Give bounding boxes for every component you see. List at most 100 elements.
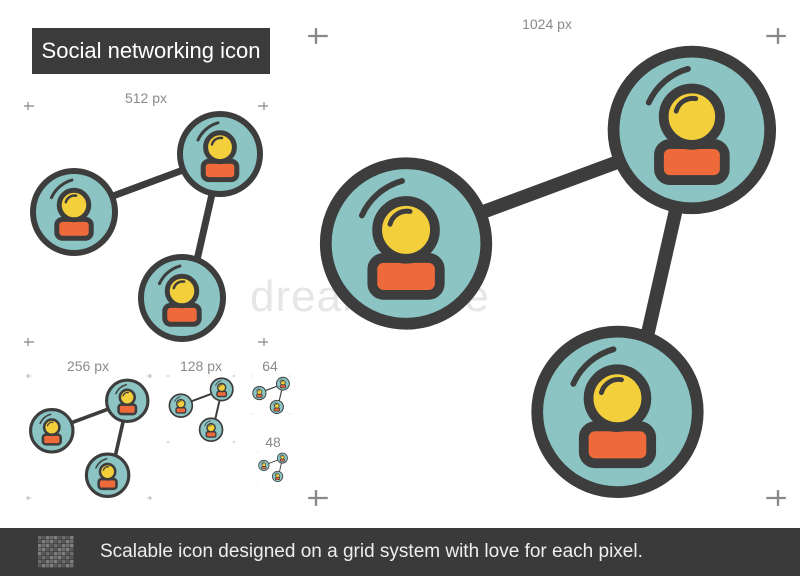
grid-cell	[46, 560, 50, 564]
grid-cell	[38, 552, 42, 556]
user-node-1	[29, 408, 75, 454]
user-node-1	[319, 157, 493, 330]
user-node-3	[531, 325, 704, 498]
node-highlight	[570, 346, 617, 387]
grid-corner-marks	[25, 373, 153, 501]
user-head	[203, 130, 237, 165]
grid-cell	[58, 536, 62, 540]
node-highlight	[645, 65, 691, 106]
grid-cell	[54, 536, 58, 540]
size-label-1024: 1024 px	[522, 16, 572, 32]
size-label-48: 48	[265, 434, 281, 450]
grid-corner-marks	[166, 374, 236, 444]
grid-cell	[70, 564, 74, 568]
icon-frame-256	[25, 373, 153, 501]
head-highlight	[172, 280, 186, 290]
head-highlight	[281, 455, 283, 458]
grid-corner-marks	[257, 451, 289, 483]
user-node-3	[138, 254, 226, 342]
grid-cell	[42, 564, 46, 568]
grid-cell	[70, 540, 74, 544]
grid-cell	[50, 540, 54, 544]
node-highlight	[157, 264, 182, 286]
grid-cell	[62, 536, 66, 540]
grid-cell	[42, 560, 46, 564]
head-highlight	[276, 474, 278, 476]
head-highlight	[46, 421, 54, 427]
node-highlight	[279, 453, 283, 457]
icon-frame-48	[257, 451, 289, 483]
icon-frame-512	[24, 102, 268, 346]
user-head	[658, 83, 725, 150]
user-node-1	[258, 459, 270, 472]
grid-cell	[62, 556, 66, 560]
grid-cell	[62, 564, 66, 568]
head-highlight	[64, 194, 78, 204]
user-node-3	[84, 452, 131, 498]
node-highlight	[39, 413, 52, 425]
grid-cell	[58, 556, 62, 560]
grid-cell	[50, 552, 54, 556]
grid-cell	[70, 560, 74, 564]
user-head	[583, 364, 652, 433]
node-highlight	[358, 177, 405, 219]
grid-cell	[58, 552, 62, 556]
grid-cell	[62, 552, 66, 556]
user-node-2	[607, 45, 777, 215]
grid-corner-marks	[308, 28, 786, 506]
grid-cell	[66, 564, 70, 568]
head-highlight	[122, 391, 129, 397]
grid-cell	[54, 544, 58, 548]
icon-frame-128	[166, 374, 236, 444]
node-highlight	[115, 383, 127, 395]
grid-cell	[70, 548, 74, 552]
grid-pattern-icon	[38, 536, 74, 568]
grid-cell	[62, 548, 66, 552]
grid-cell	[38, 560, 42, 564]
grid-cell	[66, 552, 70, 556]
grid-corner-marks	[24, 102, 268, 346]
size-label-128: 128 px	[179, 358, 223, 374]
grid-corner-marks	[251, 375, 291, 415]
head-highlight	[262, 463, 265, 465]
grid-cell	[62, 544, 66, 548]
user-node-2	[276, 452, 288, 464]
user-node-2	[275, 376, 290, 391]
icon-frame-1024	[308, 28, 786, 506]
node-highlight	[260, 461, 264, 464]
social-network-icon-48	[257, 451, 289, 483]
grid-cell	[42, 548, 46, 552]
grid-cell	[50, 564, 54, 568]
grid-cell	[70, 556, 74, 560]
node-highlight	[95, 457, 108, 469]
grid-cell	[42, 556, 46, 560]
footer-text: Scalable icon designed on a grid system …	[100, 541, 643, 562]
node-highlight	[272, 401, 277, 405]
head-highlight	[673, 95, 699, 114]
grid-cell	[70, 536, 74, 540]
node-highlight	[215, 380, 222, 386]
grid-cell	[38, 564, 42, 568]
grid-cell	[54, 556, 58, 560]
grid-cell	[58, 560, 62, 564]
grid-cell	[46, 544, 50, 548]
grid-cell	[38, 540, 42, 544]
grid-cell	[66, 544, 70, 548]
grid-cell	[38, 548, 42, 552]
node-highlight	[49, 178, 74, 200]
grid-cell	[50, 560, 54, 564]
grid-cell	[38, 544, 42, 548]
grid-cell	[54, 564, 58, 568]
node-highlight	[204, 420, 211, 427]
grid-cell	[58, 564, 62, 568]
grid-cell	[62, 560, 66, 564]
user-head	[372, 196, 440, 264]
head-highlight	[178, 400, 182, 404]
social-network-icon-64	[251, 375, 291, 415]
social-network-icon-512	[24, 102, 268, 346]
head-highlight	[208, 424, 212, 428]
grid-cell	[38, 536, 42, 540]
head-highlight	[387, 208, 413, 227]
grid-cell	[66, 556, 70, 560]
user-node-1	[252, 385, 267, 401]
